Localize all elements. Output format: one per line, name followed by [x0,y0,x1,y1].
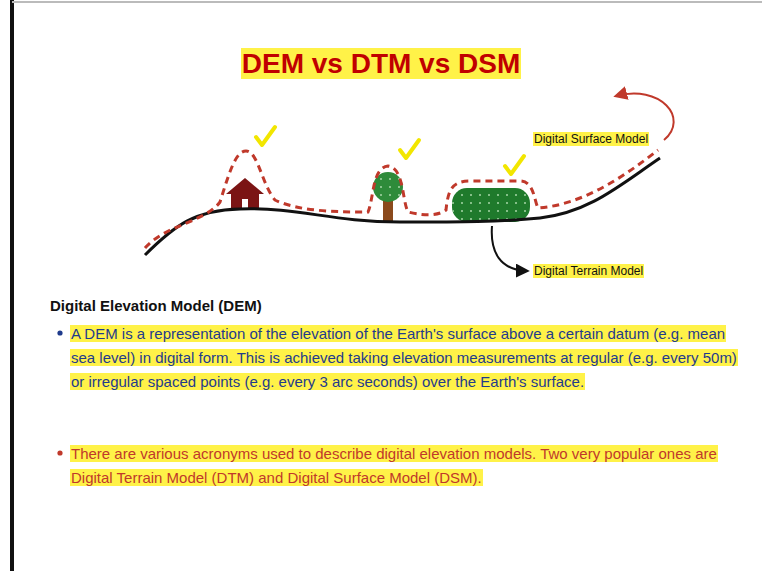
terrain-line [145,158,660,255]
slide-border [10,0,14,571]
slide-border [12,1,762,3]
callout-label-text: Digital Terrain Model [533,264,644,278]
bullet-text-text: There are various acronyms used to descr… [70,445,718,486]
callout-label: Digital Surface Model [533,130,733,147]
callout-label-text: Digital Surface Model [533,132,649,146]
bullet-dot [57,330,62,335]
house-icon [226,178,264,209]
tree-icon [373,172,403,222]
bush-icon [452,188,530,222]
check-mark [505,156,524,174]
title-text: DEM vs DTM vs DSM [241,48,522,79]
slide-title: DEM vs DTM vs DSM [0,48,762,80]
callout-label: Digital Terrain Model [533,262,733,279]
section-heading-text: Digital Elevation Model (DEM) [50,297,262,314]
bullet-text: There are various acronyms used to descr… [70,442,742,490]
bullet-text: A DEM is a representation of the elevati… [70,322,742,394]
check-mark [400,140,419,158]
bullet-text-text: A DEM is a representation of the elevati… [70,325,738,390]
check-mark [256,127,275,145]
callout-arrow [492,226,527,271]
surface-line [145,150,658,248]
section-heading: Digital Elevation Model (DEM) [50,296,550,316]
bullet-dot [57,450,62,455]
